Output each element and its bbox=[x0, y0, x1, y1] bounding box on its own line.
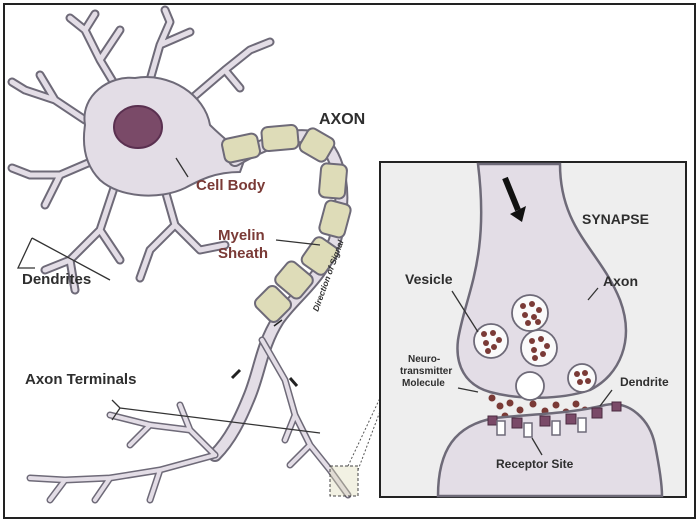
neurotransmitter-label-line3: Molecule bbox=[402, 378, 445, 389]
nucleus bbox=[114, 106, 162, 148]
receptor-site-label: Receptor Site bbox=[496, 457, 574, 471]
vesicle-label: Vesicle bbox=[405, 271, 453, 287]
zoom-region-box bbox=[330, 466, 358, 496]
synapse-label: SYNAPSE bbox=[582, 211, 649, 227]
myelin-label-line1: Myelin bbox=[218, 227, 265, 244]
myelin-label-line2: Sheath bbox=[218, 245, 268, 262]
axon-inset-label: Axon bbox=[603, 273, 638, 289]
axon-label: AXON bbox=[319, 111, 365, 128]
cell-body-label: Cell Body bbox=[196, 177, 266, 194]
neurotransmitter-label-line1: Neuro- bbox=[408, 354, 440, 365]
neurotransmitter-label-line2: transmitter bbox=[400, 366, 452, 377]
dendrites-label: Dendrites bbox=[22, 271, 91, 288]
axon-terminals-label: Axon Terminals bbox=[25, 371, 136, 388]
dendrite-inset-label: Dendrite bbox=[620, 375, 669, 389]
